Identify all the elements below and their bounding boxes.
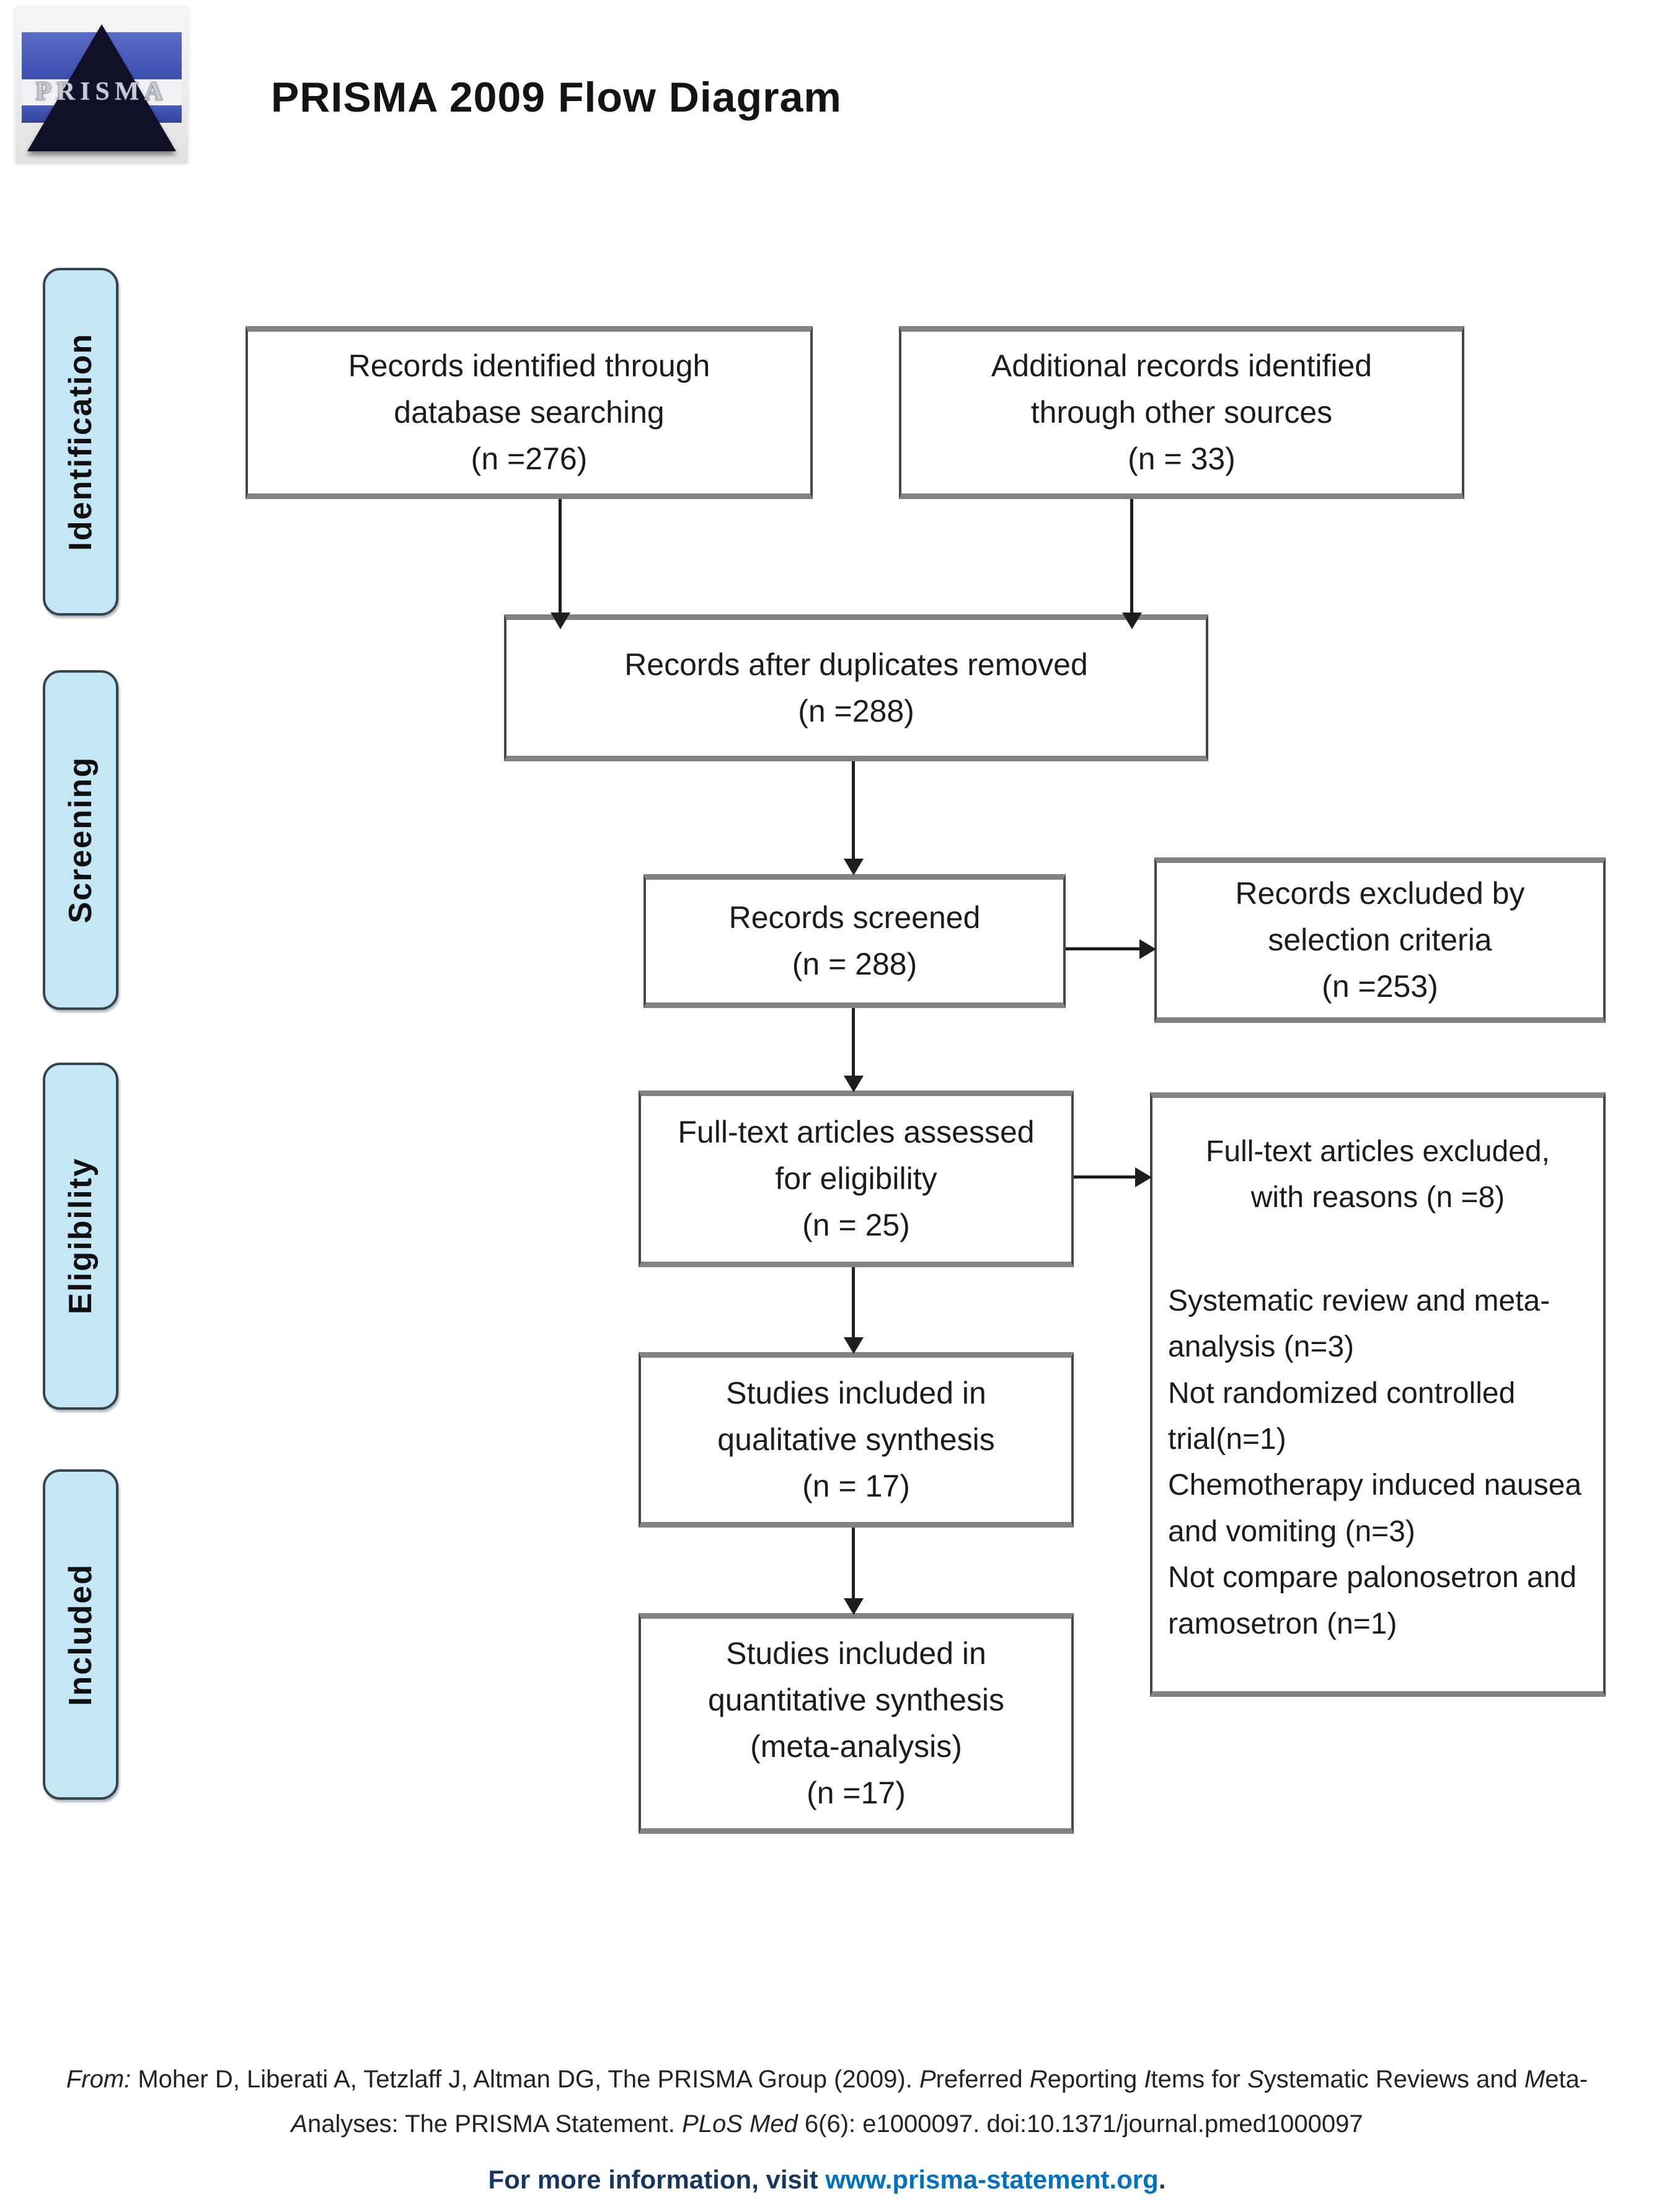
box-fulltext-excluded: Full-text articles excluded, with reason… bbox=[1150, 1092, 1606, 1697]
box-qualitative-synthesis: Studies included in qualitative synthesi… bbox=[639, 1352, 1074, 1528]
box-additional-records-text: Additional records identified through ot… bbox=[991, 348, 1373, 476]
box-duplicates-removed: Records after duplicates removed (n =288… bbox=[504, 614, 1208, 761]
prisma-logo: PRISMA bbox=[15, 7, 188, 164]
citation-block: From: Moher D, Liberati A, Tetzlaff J, A… bbox=[0, 2057, 1654, 2146]
footer-info-suffix: . bbox=[1158, 2165, 1166, 2194]
arrow-fulltext-to-fulltext-excluded bbox=[1074, 1175, 1136, 1179]
stage-band-included: Included bbox=[43, 1469, 118, 1800]
box-records-excluded: Records excluded by selection criteria (… bbox=[1154, 857, 1606, 1023]
box-additional-records: Additional records identified through ot… bbox=[899, 326, 1464, 499]
box-fulltext-assessed: Full-text articles assessed for eligibil… bbox=[639, 1091, 1074, 1267]
arrow-fulltext-to-qualitative bbox=[852, 1267, 855, 1338]
arrow-qualitative-to-quantitative bbox=[852, 1528, 855, 1599]
arrow-screened-to-excluded bbox=[1066, 947, 1140, 950]
citation-line-1: From: Moher D, Liberati A, Tetzlaff J, A… bbox=[66, 2066, 1588, 2093]
citation-line-2: Analyses: The PRISMA Statement. PLoS Med… bbox=[291, 2110, 1363, 2138]
box-fulltext-assessed-text: Full-text articles assessed for eligibil… bbox=[678, 1115, 1035, 1242]
stage-label-included: Included bbox=[63, 1563, 99, 1706]
arrow-duplicates-to-screened bbox=[852, 761, 855, 859]
arrow-additional-to-duplicates bbox=[1130, 499, 1133, 613]
box-records-identified-text: Records identified through database sear… bbox=[348, 348, 710, 476]
arrow-identified-to-duplicates bbox=[559, 499, 562, 613]
footer-info-prefix: For more information, visit bbox=[488, 2165, 826, 2194]
stage-band-screening: Screening bbox=[43, 670, 118, 1010]
page-title: PRISMA 2009 Flow Diagram bbox=[271, 74, 842, 121]
box-fulltext-excluded-header: Full-text articles excluded, with reason… bbox=[1206, 1135, 1550, 1214]
box-records-excluded-text: Records excluded by selection criteria (… bbox=[1235, 876, 1525, 1004]
prisma-statement-link[interactable]: www.prisma-statement.org bbox=[825, 2165, 1159, 2194]
stage-label-eligibility: Eligibility bbox=[63, 1157, 99, 1315]
box-fulltext-excluded-reasons: Systematic review and meta-analysis (n=3… bbox=[1168, 1284, 1582, 1640]
box-records-screened-text: Records screened (n = 288) bbox=[728, 900, 981, 981]
arrow-screened-to-fulltext bbox=[852, 1008, 855, 1076]
box-records-screened: Records screened (n = 288) bbox=[643, 874, 1066, 1008]
logo-wordmark: PRISMA bbox=[35, 77, 168, 106]
box-quantitative-synthesis: Studies included in quantitative synthes… bbox=[639, 1613, 1074, 1834]
box-qualitative-synthesis-text: Studies included in qualitative synthesi… bbox=[717, 1376, 995, 1503]
stage-band-eligibility: Eligibility bbox=[43, 1063, 118, 1410]
box-duplicates-removed-text: Records after duplicates removed (n =288… bbox=[624, 647, 1088, 728]
box-records-identified: Records identified through database sear… bbox=[245, 326, 813, 499]
prisma-pyramid-icon bbox=[27, 24, 176, 151]
stage-band-identification: Identification bbox=[43, 268, 118, 616]
stage-label-identification: Identification bbox=[63, 332, 99, 551]
stage-label-screening: Screening bbox=[63, 756, 99, 924]
footer-info: For more information, visit www.prisma-s… bbox=[0, 2165, 1654, 2195]
box-quantitative-synthesis-text: Studies included in quantitative synthes… bbox=[707, 1636, 1005, 1810]
